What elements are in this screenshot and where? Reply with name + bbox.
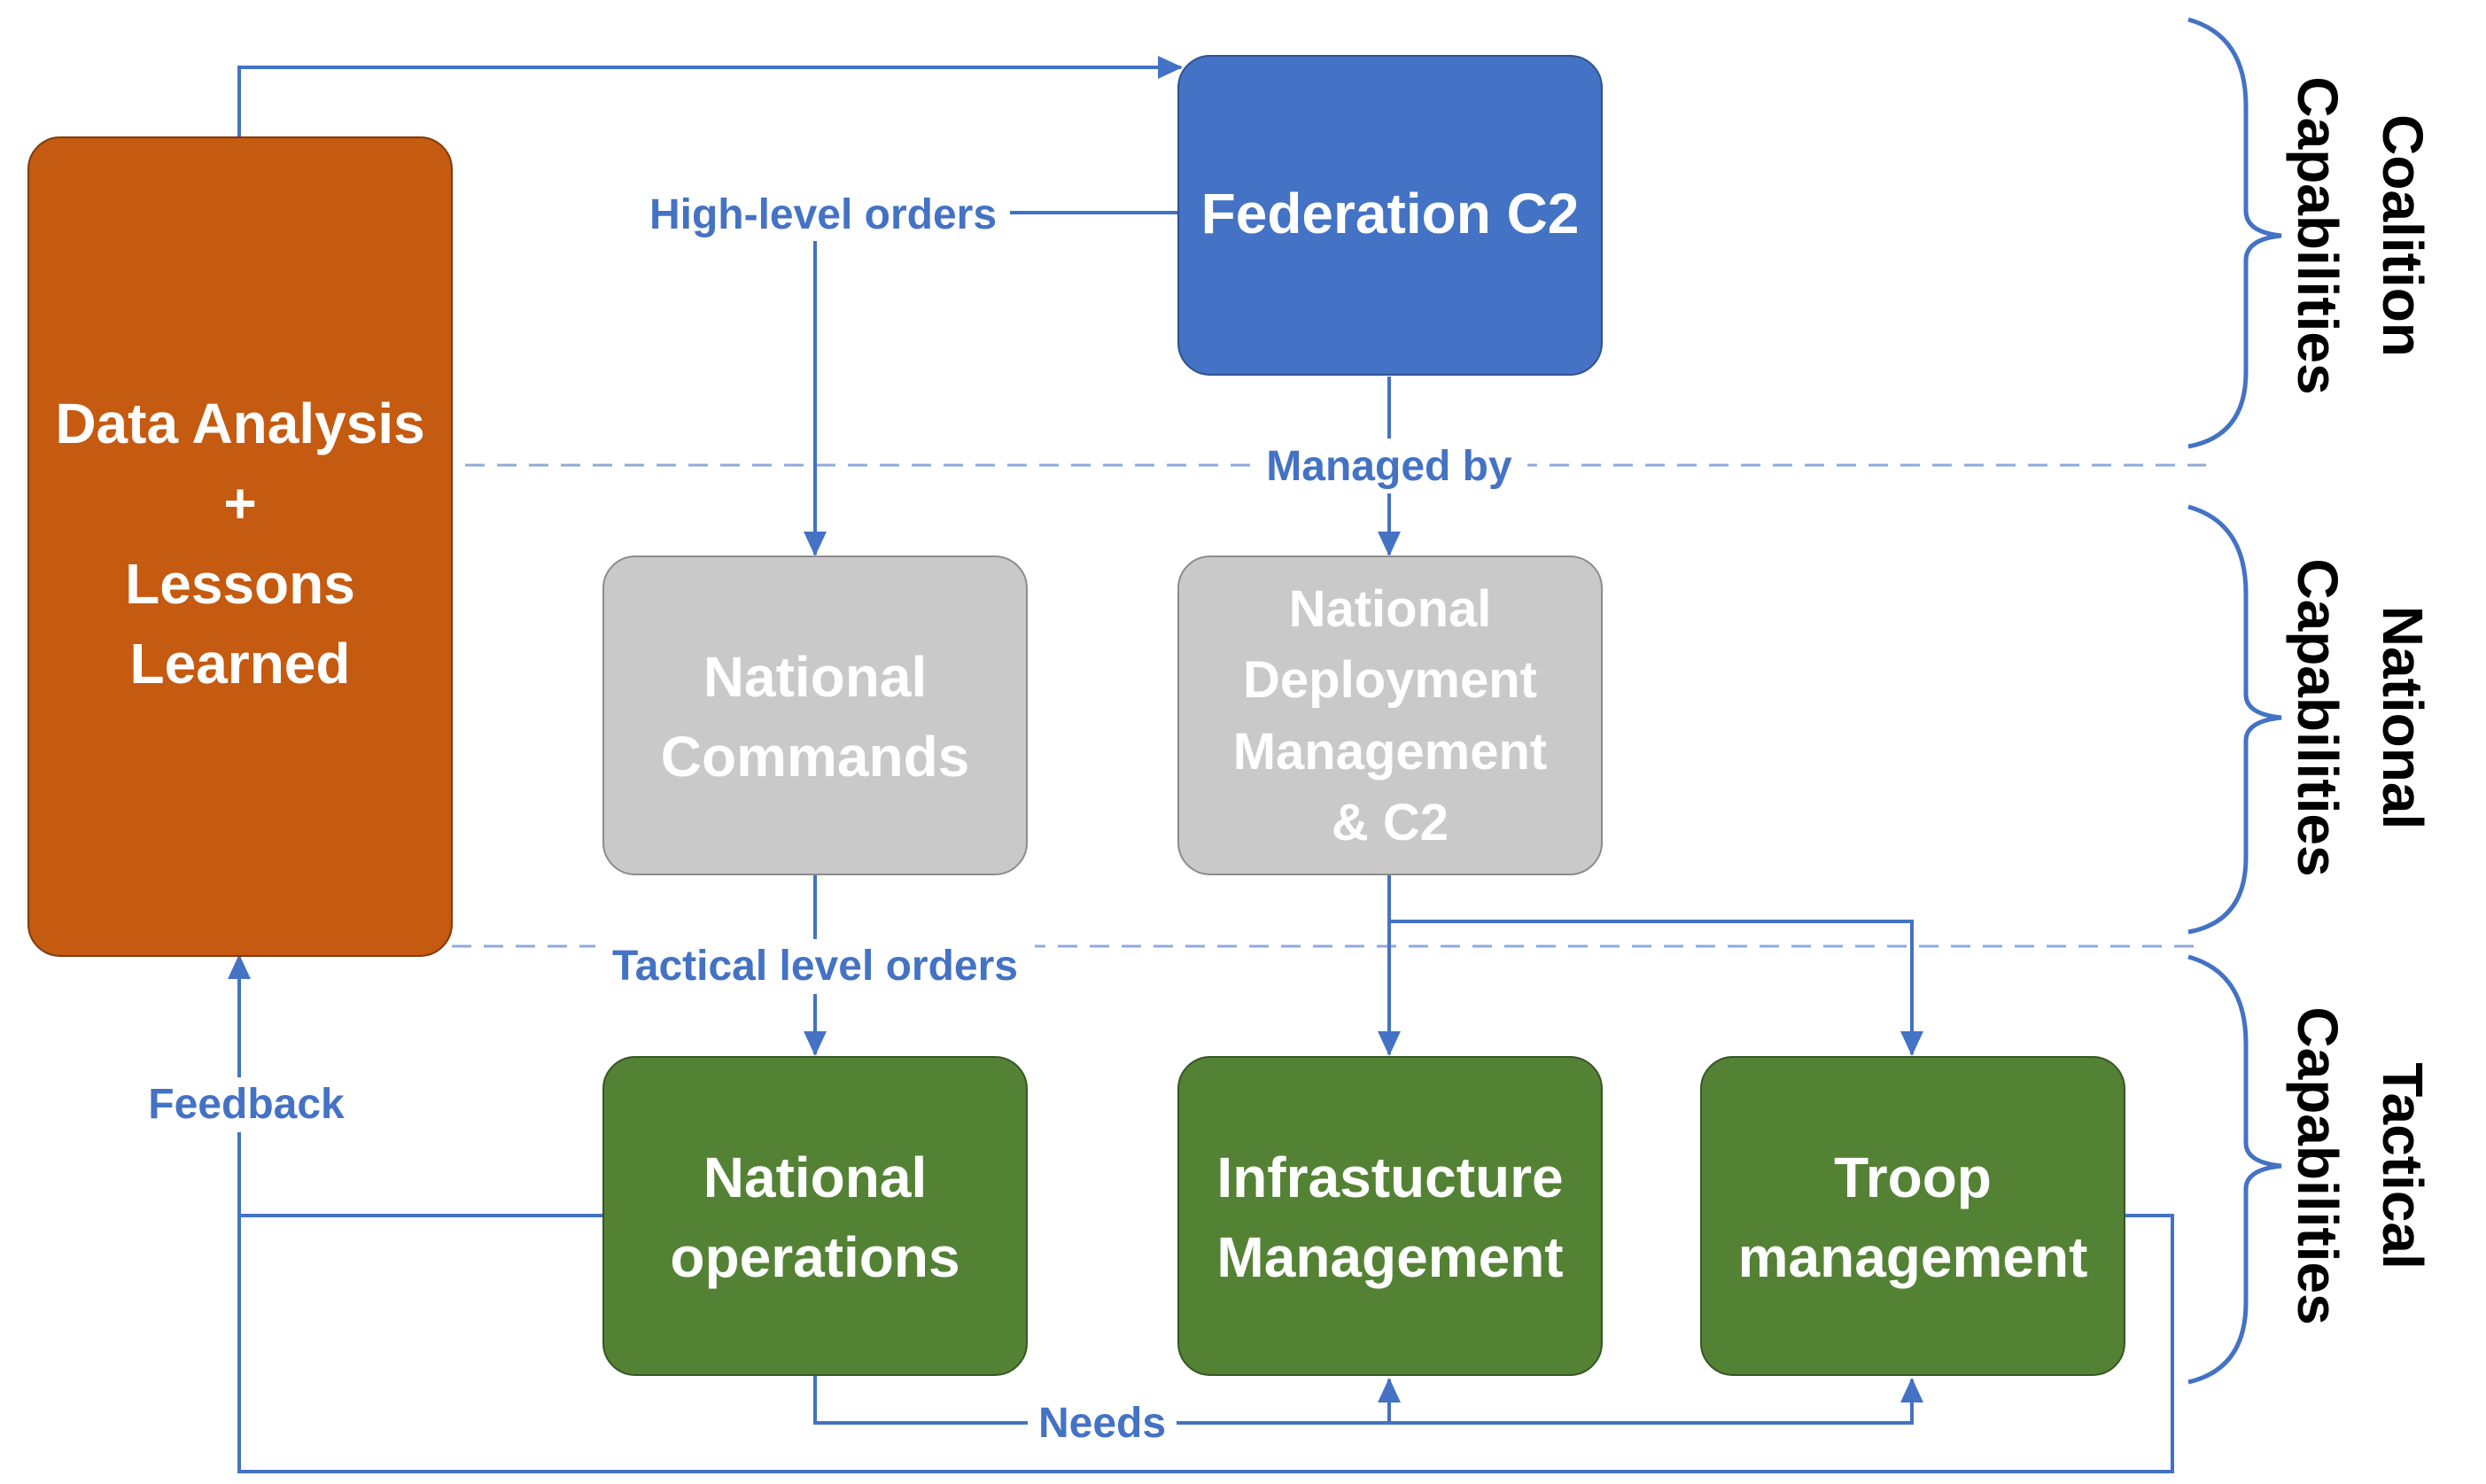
brace-tactical (2187, 954, 2282, 1385)
node-data-analysis-line-1: Data Analysis (55, 392, 424, 455)
brace-coalition (2187, 17, 2282, 449)
node-infrastructure-line-2: Management (1216, 1225, 1563, 1289)
node-national-deployment-box (1177, 556, 1603, 875)
layer-label-national-line-2: Capabilities (2286, 558, 2350, 876)
connector-troop-feedback-loop (237, 1214, 2174, 1473)
brace-national (2187, 504, 2282, 935)
arrow-needs-to-troop (813, 1375, 1923, 1425)
layer-label-tactical-line-1: Tactical (2371, 1062, 2435, 1270)
node-national-operations-box (602, 1056, 1028, 1376)
layer-label-tactical: Tactical Capabilities (2286, 1006, 2435, 1325)
node-troop-line-2: management (1738, 1225, 2088, 1289)
node-troop-box (1700, 1056, 2125, 1376)
node-federation-c2: Federation C2 (1177, 55, 1603, 376)
layer-label-coalition-line-2: Capabilities (2286, 76, 2350, 394)
layer-label-national-line-1: National (2371, 606, 2435, 829)
node-national-deployment-line-3: Management (1233, 723, 1548, 781)
node-national-deployment-line-1: National (1289, 580, 1492, 638)
node-national-commands-line-2: Commands (661, 725, 970, 789)
node-data-analysis-line-4: Learned (130, 632, 351, 695)
node-national-commands-line-1: National (703, 645, 927, 709)
node-national-operations: National operations (602, 1056, 1028, 1376)
label-bg-tactical (595, 939, 1035, 994)
node-national-operations-line-2: operations (670, 1225, 959, 1289)
layer-label-coalition: Coalition Capabilities (2286, 76, 2435, 394)
node-national-deployment: National Deployment Management & C2 (1177, 556, 1603, 875)
node-national-deployment-line-2: Deployment (1243, 651, 1537, 709)
layer-label-national: National Capabilities (2286, 558, 2435, 876)
label-bg-managed-by (1251, 439, 1527, 493)
node-federation-c2-label: Federation C2 (1201, 182, 1580, 245)
arrow-analysis-to-federation (237, 56, 1183, 137)
label-bg-needs (1028, 1396, 1177, 1449)
arrow-high-level-orders (804, 211, 1178, 556)
node-infrastructure-box (1177, 1056, 1603, 1376)
label-high-level-orders: High-level orders (649, 191, 997, 238)
arrow-deployment-to-troop (1389, 920, 1923, 1056)
layer-label-coalition-line-1: Coalition (2371, 114, 2435, 357)
node-national-commands: National Commands (602, 556, 1028, 875)
label-bg-feedback (131, 1077, 361, 1132)
node-troop-management: Troop management (1700, 1056, 2125, 1376)
node-data-analysis-box (27, 136, 453, 957)
node-federation-c2-box (1177, 55, 1603, 376)
node-data-analysis-line-2: + (223, 471, 256, 535)
label-needs: Needs (1038, 1400, 1166, 1447)
node-troop-line-1: Troop (1834, 1146, 1992, 1209)
label-bg-high-level (636, 184, 1010, 241)
label-feedback: Feedback (148, 1081, 345, 1128)
node-infrastructure-line-1: Infrastucture (1216, 1146, 1563, 1209)
node-national-operations-line-1: National (703, 1146, 927, 1209)
label-tactical-level-orders: Tactical level orders (612, 943, 1018, 990)
node-data-analysis-line-3: Lessons (125, 552, 355, 616)
layer-label-tactical-line-2: Capabilities (2286, 1006, 2350, 1325)
node-national-deployment-line-4: & C2 (1332, 794, 1449, 851)
node-infrastructure-management: Infrastucture Management (1177, 1056, 1603, 1376)
node-national-commands-box (602, 556, 1028, 875)
label-managed-by: Managed by (1266, 443, 1512, 490)
node-data-analysis: Data Analysis + Lessons Learned (27, 136, 453, 957)
